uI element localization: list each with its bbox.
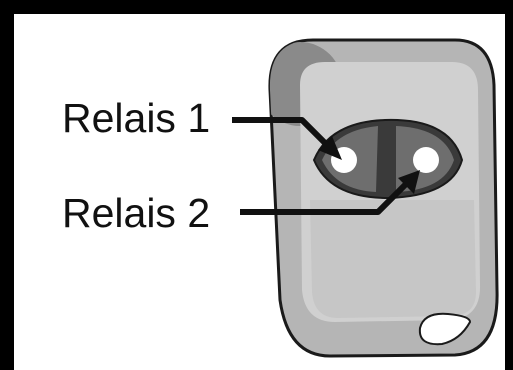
- frame-left-border: [0, 0, 14, 370]
- arrow-2-head: [398, 170, 420, 194]
- key-ring-hole: [418, 312, 472, 346]
- arrow-1-head: [318, 136, 342, 160]
- arrow-1-line: [232, 117, 333, 151]
- frame-top-border: [0, 0, 513, 14]
- frame-right-border: [505, 0, 513, 370]
- relay-1-label: Relais 1: [62, 95, 211, 141]
- remote-face-shade: [310, 200, 476, 318]
- arrow-2-line: [240, 179, 411, 215]
- relay-2-label: Relais 2: [62, 190, 211, 236]
- button-2-dot: [413, 147, 439, 173]
